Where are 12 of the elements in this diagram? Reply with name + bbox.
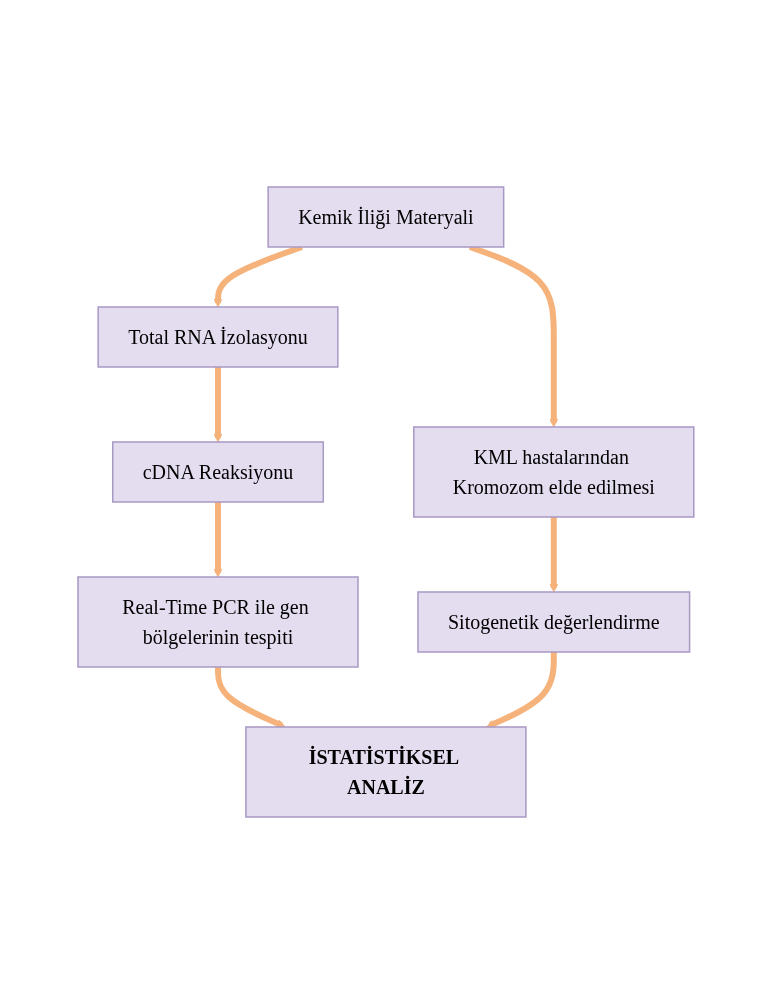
node-box: Real-Time PCR ile gen bölgelerinin tespiti: [76, 575, 359, 668]
arrow: [213, 501, 222, 577]
arrow: [213, 366, 222, 442]
node-box: Sitogenetik değerlendirme: [416, 590, 690, 653]
arrow: [485, 651, 557, 728]
node-box: İSTATİSTİKSEL ANALİZ: [244, 725, 527, 818]
arrow: [549, 516, 558, 592]
arrow: [214, 666, 286, 728]
node-box: Total RNA İzolasyonu: [97, 305, 339, 368]
node-box: Kemik İliği Materyali: [267, 185, 504, 248]
node-box: cDNA Reaksiyonu: [111, 440, 324, 503]
node-box: KML hastalarından Kromozom elde edilmesi: [412, 425, 695, 518]
